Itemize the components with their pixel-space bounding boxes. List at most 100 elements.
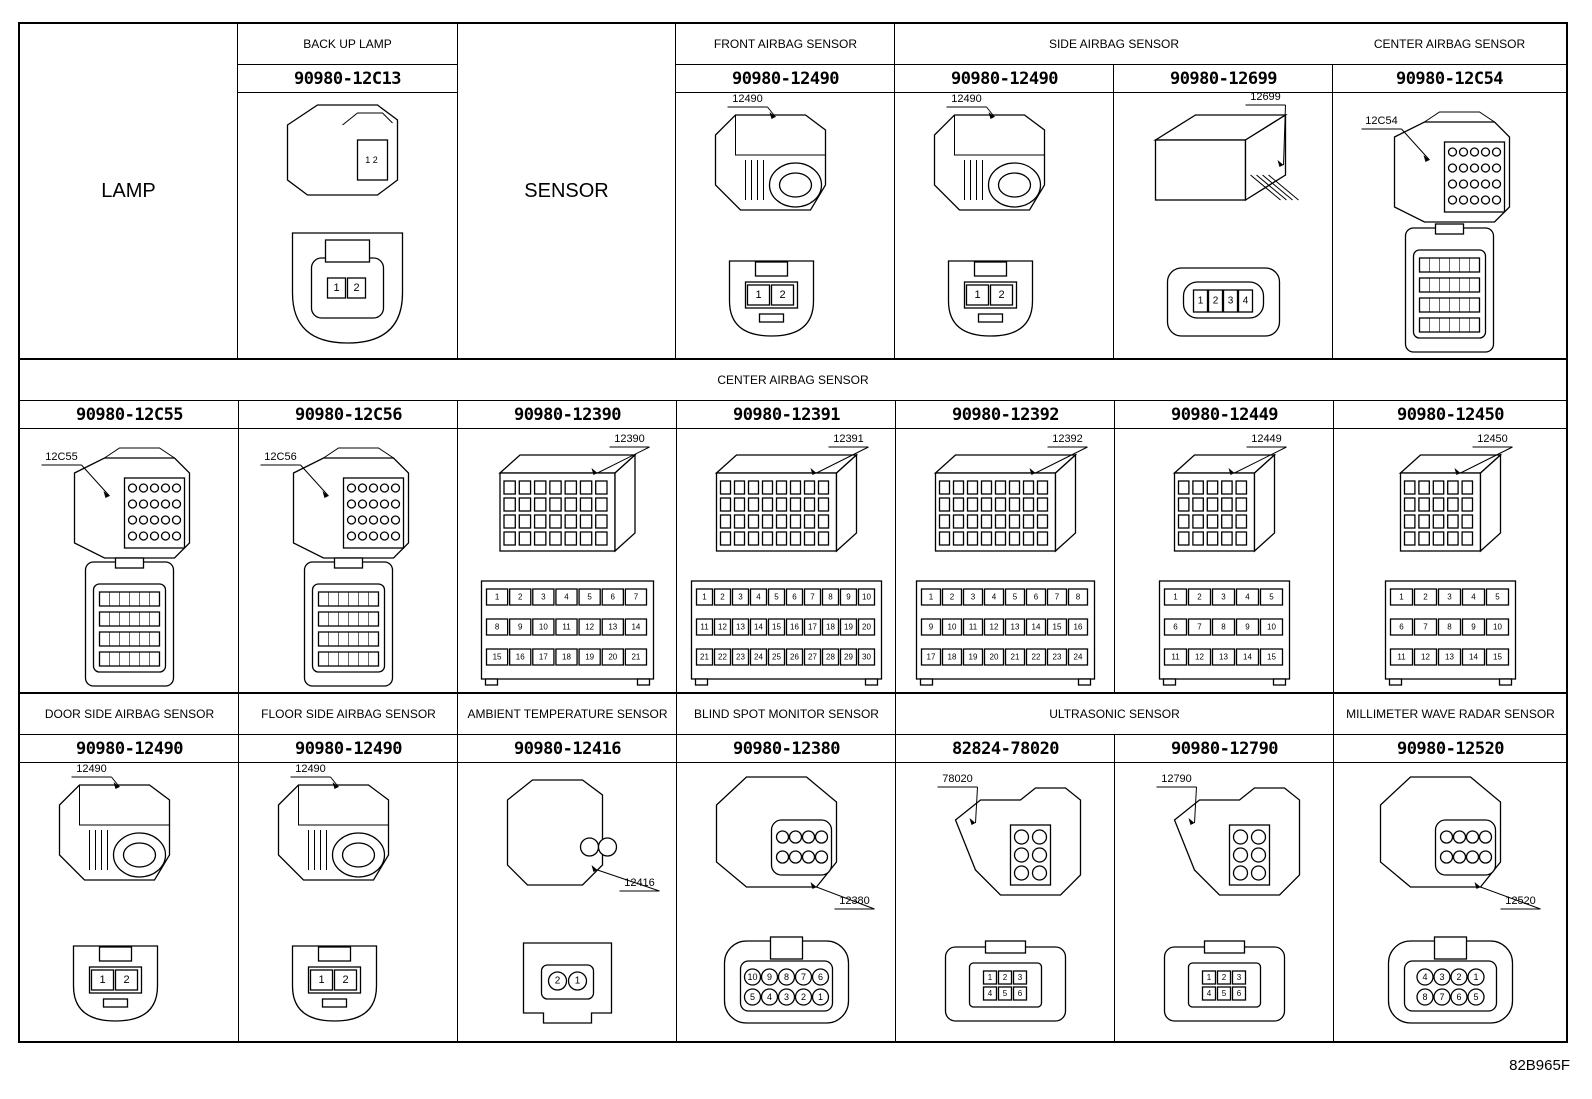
pin-housing (1403, 960, 1498, 1012)
pin-cavity (508, 618, 532, 636)
pin-cavity (1221, 531, 1233, 546)
pin-cavity (1187, 618, 1212, 636)
pin-cavity (1480, 179, 1491, 189)
pin-label: 27 (808, 653, 817, 662)
pin-cavity (549, 514, 562, 529)
pin-cavity (171, 531, 182, 541)
pin-cavity (749, 618, 768, 636)
pin-cavity (555, 648, 578, 666)
callout-label: 12450 (1477, 433, 1508, 445)
pin-cavity (1418, 497, 1430, 512)
pin-label: 23 (1053, 653, 1062, 662)
pin-cavity (1221, 497, 1233, 512)
pin-label: 5 (1473, 992, 1478, 1002)
pin-label: 3 (738, 593, 743, 602)
pin-label: 1 (1173, 593, 1178, 602)
callout-label: 12520 (1505, 895, 1536, 907)
pin-label: 3 (784, 992, 789, 1002)
pin-cavity (508, 588, 532, 606)
pin-cavity (1232, 829, 1249, 845)
pin-cavity (1432, 497, 1445, 512)
pin-label: 12 (585, 623, 594, 632)
pin-cavity (1433, 988, 1451, 1006)
pin-cavity (775, 850, 790, 864)
pin-label: 8 (828, 593, 833, 602)
pin-cavity (719, 514, 732, 529)
pin-cavity (1206, 514, 1219, 529)
pin-label: 5 (587, 593, 592, 602)
callout-leader (81, 464, 110, 497)
callout-arrow (769, 112, 776, 119)
pin-cavity (1046, 618, 1068, 636)
connector-edge (298, 785, 389, 826)
foot (484, 678, 499, 686)
pin-cavity (1447, 531, 1459, 546)
center-airbag-banner: CENTER AIRBAG SENSOR (20, 360, 1566, 401)
callout-leader (1480, 886, 1541, 910)
pin-cavity (1235, 648, 1260, 666)
pin-cavity (1447, 163, 1458, 173)
pin-cavity (761, 531, 774, 546)
pin-cavity (1452, 830, 1467, 844)
pin-label: 21 (631, 653, 640, 662)
pin-label: 4 (1243, 296, 1249, 307)
pin-cavity (966, 497, 979, 512)
pin-cavity (564, 531, 578, 546)
pin-cavity (1413, 648, 1438, 666)
pin-label: 5 (1003, 989, 1008, 998)
pin-cavity (503, 514, 516, 529)
callout-arrow (113, 782, 120, 789)
figure-id: 82B965F (1509, 1057, 1570, 1074)
connector-side (1253, 453, 1276, 553)
pin-cavity (731, 588, 750, 606)
pin-cavity (788, 830, 803, 844)
pin-cavity (777, 988, 796, 1006)
part-number: 90980-12390 (458, 401, 677, 429)
pin-cavity (346, 531, 357, 541)
pin-cavity (138, 515, 149, 525)
pin-cavity (713, 588, 732, 606)
pin-label: 1 (1473, 972, 1478, 982)
pin-cavity (803, 497, 816, 512)
pin-cavity (503, 531, 516, 546)
pin-cavity (549, 531, 562, 546)
pin-cavity (733, 480, 746, 495)
pin-cavity (1031, 829, 1048, 845)
pin-cavity (997, 986, 1013, 1001)
column-header: AMBIENT TEMPERATURE SENSOR (458, 694, 677, 735)
pin-cavity (1067, 588, 1089, 606)
pin-cavity (839, 648, 858, 666)
pin-label: 4 (564, 593, 569, 602)
connector-side (1054, 453, 1077, 553)
pin-cavity (518, 497, 532, 512)
connector-body (506, 779, 604, 886)
foot (1388, 678, 1403, 686)
pin-cavity (1201, 970, 1217, 985)
pin-label: 19 (585, 653, 594, 662)
pin-cavity (821, 618, 840, 636)
part-number: 90980-12490 (239, 735, 458, 763)
pin-label: 1 (702, 593, 707, 602)
column-header: MILLIMETER WAVE RADAR SENSOR (1334, 694, 1567, 735)
pin-label: 17 (539, 653, 548, 662)
callout-arrow (810, 468, 817, 475)
pin-cavity (1403, 497, 1416, 512)
pin-cavity (733, 497, 746, 512)
pin-cavity (983, 588, 1005, 606)
pin-cavity (149, 531, 160, 541)
foot (864, 678, 879, 686)
callout-label: 12392 (1052, 433, 1083, 445)
pin-cavity (1013, 829, 1030, 845)
pin-cavity (1416, 968, 1434, 986)
pin-label: 19 (969, 653, 978, 662)
center-airbag-sensor-cell: CENTER AIRBAG SENSOR 90980-12C54 12C54 (1333, 24, 1566, 358)
pin-label: 1 (495, 593, 500, 602)
foot (636, 678, 651, 686)
pin-label: 19 (844, 623, 853, 632)
